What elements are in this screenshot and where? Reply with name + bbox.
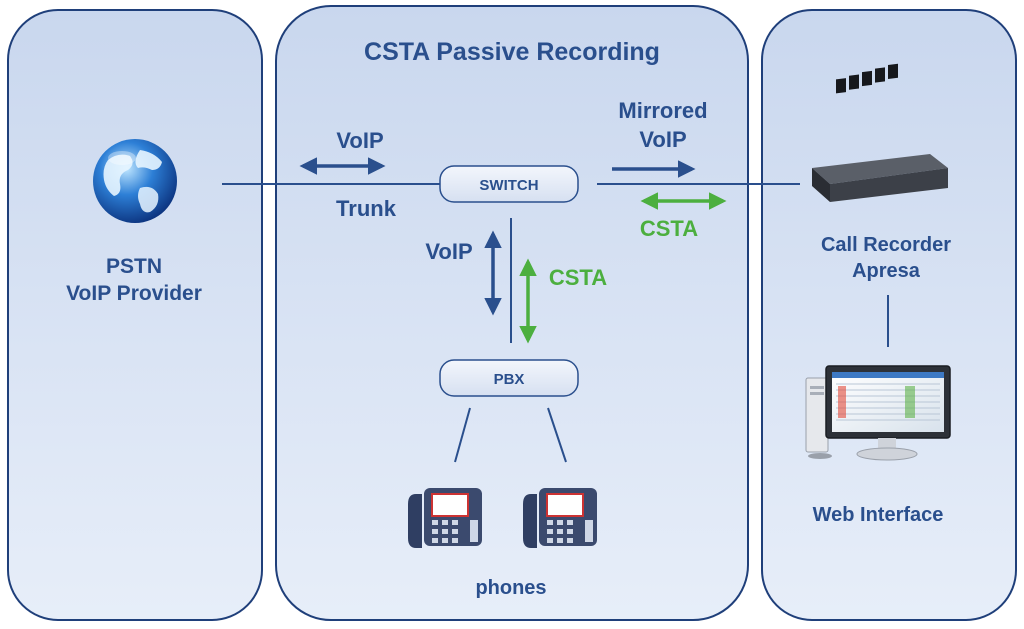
apresa-label: Apresa	[852, 260, 921, 282]
desk-phone-icon	[523, 488, 597, 548]
csta-right-label: CSTA	[640, 216, 698, 241]
desk-phone-icon	[408, 488, 482, 548]
trunk-voip-label: VoIP	[336, 128, 383, 153]
vertical-csta-label: CSTA	[549, 265, 607, 290]
voip-provider-label: VoIP Provider	[66, 282, 202, 305]
pbx-node: PBX	[439, 359, 579, 397]
rack-server-icon	[812, 63, 948, 202]
pbx-phone-left-line	[454, 407, 471, 463]
switch-node: SWITCH	[439, 165, 579, 203]
mirrored-voip-label: VoIP	[639, 127, 686, 152]
pbx-label: PBX	[494, 371, 525, 388]
left-panel	[7, 9, 263, 621]
web-interface-label: Web Interface	[813, 504, 944, 526]
trunk-label: Trunk	[336, 196, 397, 221]
pstn-label: PSTN	[106, 255, 162, 278]
mirrored-label: Mirrored	[618, 98, 707, 123]
globe-icon	[93, 139, 177, 223]
desktop-computer-icon	[805, 365, 951, 461]
vertical-voip-label: VoIP	[425, 239, 472, 264]
call-recorder-label: Call Recorder	[821, 234, 951, 256]
diagram-title: CSTA Passive Recording	[364, 38, 660, 66]
pbx-phone-right-line	[547, 407, 567, 463]
phones-label: phones	[475, 577, 546, 599]
switch-label: SWITCH	[479, 177, 538, 194]
